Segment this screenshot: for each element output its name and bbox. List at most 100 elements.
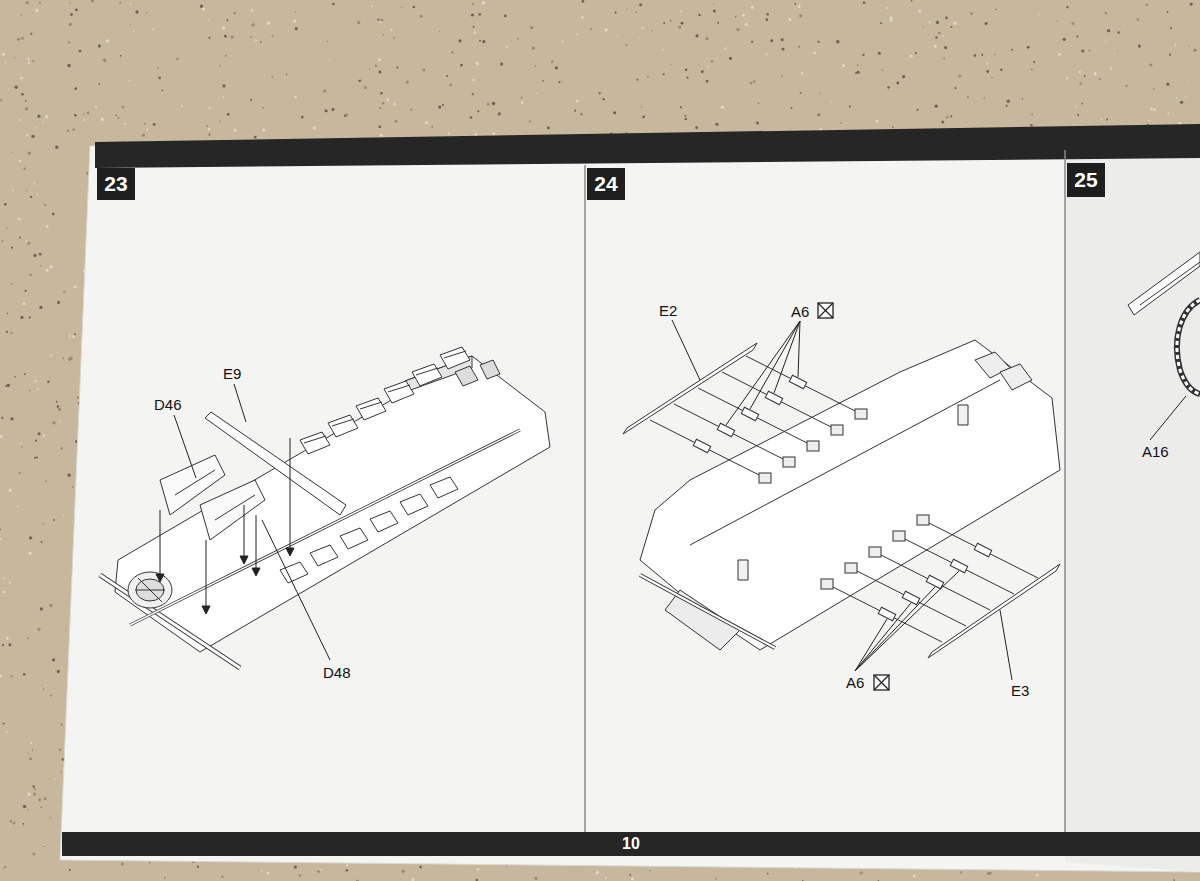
counter-speckle bbox=[1193, 49, 1196, 52]
counter-speckle bbox=[29, 390, 31, 392]
counter-speckle bbox=[439, 31, 440, 32]
counter-speckle bbox=[33, 793, 36, 796]
counter-speckle bbox=[124, 122, 126, 124]
counter-speckle bbox=[46, 269, 49, 272]
counter-speckle bbox=[9, 825, 11, 827]
counter-speckle bbox=[380, 134, 383, 137]
counter-speckle bbox=[492, 132, 495, 135]
counter-speckle bbox=[74, 333, 76, 335]
counter-speckle bbox=[1146, 3, 1148, 5]
counter-speckle bbox=[234, 129, 237, 132]
counter-speckle bbox=[766, 13, 769, 16]
counter-speckle bbox=[916, 109, 918, 111]
counter-speckle bbox=[119, 2, 121, 4]
counter-speckle bbox=[382, 102, 384, 104]
counter-speckle bbox=[1099, 78, 1101, 80]
counter-speckle bbox=[401, 870, 404, 873]
counter-speckle bbox=[30, 33, 32, 35]
counter-speckle bbox=[142, 133, 145, 136]
counter-speckle bbox=[226, 19, 228, 21]
counter-speckle bbox=[10, 820, 12, 822]
counter-speckle bbox=[929, 21, 931, 23]
counter-speckle bbox=[617, 36, 618, 37]
counter-speckle bbox=[605, 28, 608, 31]
counter-speckle bbox=[146, 129, 148, 131]
counter-speckle bbox=[678, 26, 681, 29]
counter-speckle bbox=[765, 53, 767, 55]
counter-speckle bbox=[272, 35, 274, 37]
counter-speckle bbox=[794, 3, 796, 5]
counter-speckle bbox=[224, 35, 227, 38]
counter-speckle bbox=[943, 58, 945, 60]
counter-speckle bbox=[14, 57, 15, 58]
counter-speckle bbox=[227, 113, 230, 116]
counter-speckle bbox=[2, 240, 3, 241]
counter-speckle bbox=[756, 121, 759, 124]
counter-speckle bbox=[419, 866, 422, 869]
counter-speckle bbox=[800, 92, 802, 94]
counter-speckle bbox=[329, 59, 331, 61]
counter-speckle bbox=[954, 87, 956, 89]
counter-speckle bbox=[6, 331, 8, 333]
counter-speckle bbox=[472, 93, 474, 95]
counter-speckle bbox=[596, 871, 599, 874]
counter-speckle bbox=[294, 95, 297, 98]
counter-speckle bbox=[913, 875, 916, 878]
counter-speckle bbox=[876, 120, 879, 123]
counter-speckle bbox=[39, 253, 42, 256]
counter-speckle bbox=[149, 862, 150, 863]
counter-speckle bbox=[1030, 124, 1032, 126]
counter-speckle bbox=[627, 9, 628, 10]
counter-speckle bbox=[942, 35, 944, 37]
counter-speckle bbox=[532, 47, 535, 50]
counter-speckle bbox=[1079, 82, 1082, 85]
counter-speckle bbox=[106, 39, 109, 42]
counter-speckle bbox=[28, 552, 31, 555]
counter-speckle bbox=[946, 116, 948, 118]
counter-speckle bbox=[473, 26, 475, 28]
counter-speckle bbox=[449, 84, 452, 87]
counter-speckle bbox=[221, 876, 223, 878]
counter-speckle bbox=[5, 62, 6, 63]
counter-speckle bbox=[521, 102, 524, 105]
counter-speckle bbox=[63, 514, 65, 516]
counter-speckle bbox=[83, 119, 85, 121]
counter-speckle bbox=[705, 37, 708, 40]
counter-speckle bbox=[115, 115, 116, 116]
counter-speckle bbox=[2, 591, 5, 594]
counter-speckle bbox=[29, 274, 32, 277]
counter-speckle bbox=[458, 39, 461, 42]
counter-speckle bbox=[19, 237, 21, 239]
counter-speckle bbox=[22, 302, 25, 305]
counter-speckle bbox=[23, 167, 25, 169]
counter-speckle bbox=[99, 83, 101, 85]
counter-speckle bbox=[941, 120, 944, 123]
counter-speckle bbox=[599, 92, 601, 94]
counter-speckle bbox=[295, 11, 296, 12]
counter-speckle bbox=[991, 77, 993, 79]
counter-speckle bbox=[477, 110, 479, 112]
counter-speckle bbox=[534, 877, 537, 880]
counter-speckle bbox=[158, 77, 161, 80]
counter-speckle bbox=[729, 57, 732, 60]
counter-speckle bbox=[482, 1, 485, 4]
counter-speckle bbox=[642, 116, 645, 119]
counter-speckle bbox=[1150, 108, 1153, 111]
counter-speckle bbox=[6, 228, 8, 230]
counter-speckle bbox=[639, 3, 642, 6]
counter-speckle bbox=[662, 49, 664, 51]
counter-speckle bbox=[42, 122, 43, 123]
counter-speckle bbox=[378, 125, 381, 128]
counter-speckle bbox=[770, 39, 773, 42]
counter-speckle bbox=[1180, 101, 1183, 104]
counter-speckle bbox=[43, 434, 45, 436]
counter-speckle bbox=[910, 55, 913, 58]
counter-speckle bbox=[736, 28, 739, 31]
counter-speckle bbox=[60, 447, 62, 449]
counter-speckle bbox=[58, 408, 61, 411]
counter-speckle bbox=[706, 80, 709, 83]
counter-speckle bbox=[380, 92, 382, 94]
counter-speckle bbox=[47, 380, 49, 382]
counter-speckle bbox=[14, 376, 16, 378]
counter-speckle bbox=[57, 405, 59, 407]
